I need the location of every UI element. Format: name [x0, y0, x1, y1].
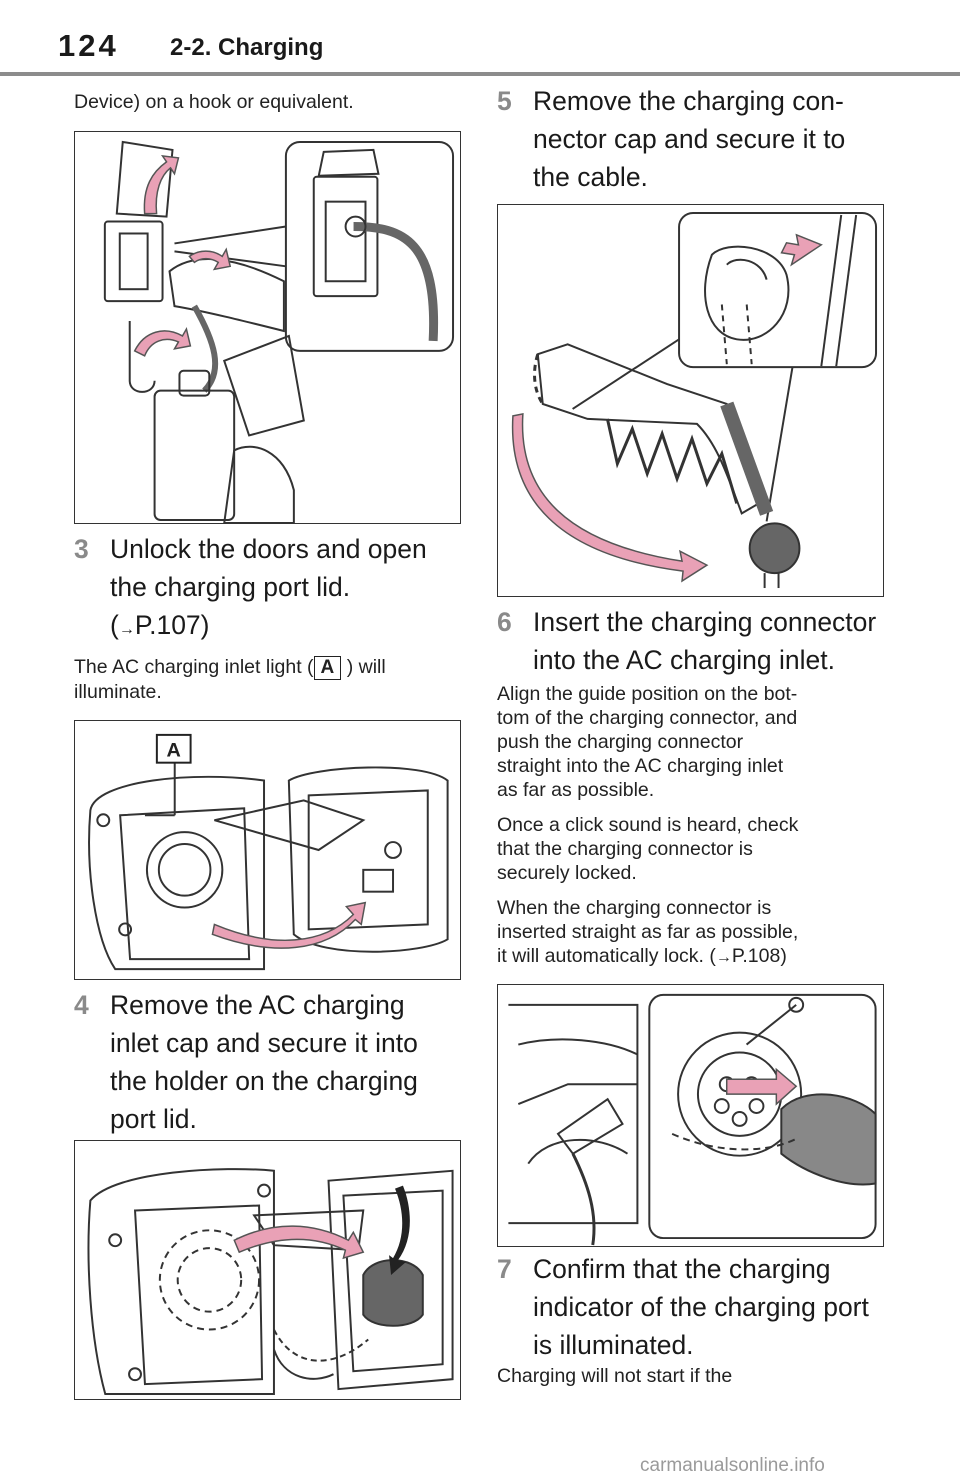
- insert-connector-illustration: [508, 993, 877, 1246]
- step-4-line3: the holder on the charging: [110, 1066, 418, 1096]
- arrow-right-icon: →: [118, 621, 135, 638]
- figure-connector-cap: [497, 204, 884, 597]
- page-number: 124: [58, 28, 119, 63]
- step-6: 6 Insert the charging connector into the…: [497, 603, 917, 679]
- step-3-number: 3: [74, 534, 89, 564]
- step-4-number: 4: [74, 990, 89, 1020]
- step-7-line1: Confirm that the charging: [533, 1254, 831, 1284]
- step-3-note: The AC charging inlet light (A ) will il…: [74, 656, 386, 703]
- step-4: 4 Remove the AC charging inlet cap and s…: [74, 986, 454, 1138]
- step-4-line2: inlet cap and secure it into: [110, 1028, 418, 1058]
- paragraph-click-sound: Once a click sound is heard, check that …: [497, 814, 799, 884]
- step-7-line3: is illuminated.: [533, 1330, 694, 1360]
- step-7-number: 7: [497, 1254, 512, 1284]
- step-3-line1: Unlock the doors and open: [110, 534, 427, 564]
- step-5-line3: the cable.: [533, 162, 648, 192]
- figure-insert-connector: [497, 984, 884, 1247]
- inlet-cap-illustration: [87, 1168, 454, 1396]
- step-4-line1: Remove the AC charging: [110, 990, 405, 1020]
- step-5-line1: Remove the charging con-: [533, 86, 844, 116]
- section-title: 2-2. Charging: [170, 34, 324, 61]
- figure-outlet-plug: [74, 131, 461, 524]
- step-5-line2: nector cap and secure it to: [533, 124, 846, 154]
- figure-charging-port-lid: A: [74, 720, 461, 980]
- arrow-right-icon: →: [715, 949, 732, 966]
- step-7-line2: indicator of the charging port: [533, 1292, 869, 1322]
- step-3: 3 Unlock the doors and open the charging…: [74, 530, 454, 649]
- step-5: 5 Remove the charging con- nector cap an…: [497, 82, 897, 196]
- callout-a-badge: A: [313, 656, 342, 680]
- connector-cap-illustration: [511, 211, 878, 589]
- figure-inlet-cap: [74, 1140, 461, 1400]
- callout-a-label: A: [167, 740, 181, 762]
- page-ref-107: P.107: [134, 610, 201, 640]
- paragraph-auto-lock: When the charging connector is inserted …: [497, 897, 799, 967]
- step-7: 7 Confirm that the charging indicator of…: [497, 1250, 917, 1364]
- step-3-line2: the charging port lid.: [110, 572, 351, 602]
- paragraph-align-guide: Align the guide position on the bot- tom…: [497, 683, 798, 801]
- step-6-number: 6: [497, 607, 512, 637]
- page-ref-108: P.108): [731, 945, 787, 967]
- continued-text-right: Charging will not start if the: [497, 1365, 733, 1387]
- step-5-number: 5: [497, 86, 512, 116]
- charging-port-lid-illustration: A: [88, 733, 449, 971]
- step-4-line4: port lid.: [110, 1104, 197, 1134]
- header-rule: [0, 72, 960, 76]
- site-watermark: carmanualsonline.info: [640, 1455, 825, 1476]
- step-3-ref: (→P.107): [110, 610, 210, 640]
- continued-text-left: Device) on a hook or equivalent.: [74, 91, 354, 113]
- outlet-plug-illustration: [103, 140, 455, 523]
- step-6-line1: Insert the charging connector: [533, 607, 877, 637]
- callout-a-box: [155, 733, 192, 764]
- step-6-line2: into the AC charging inlet.: [533, 645, 835, 675]
